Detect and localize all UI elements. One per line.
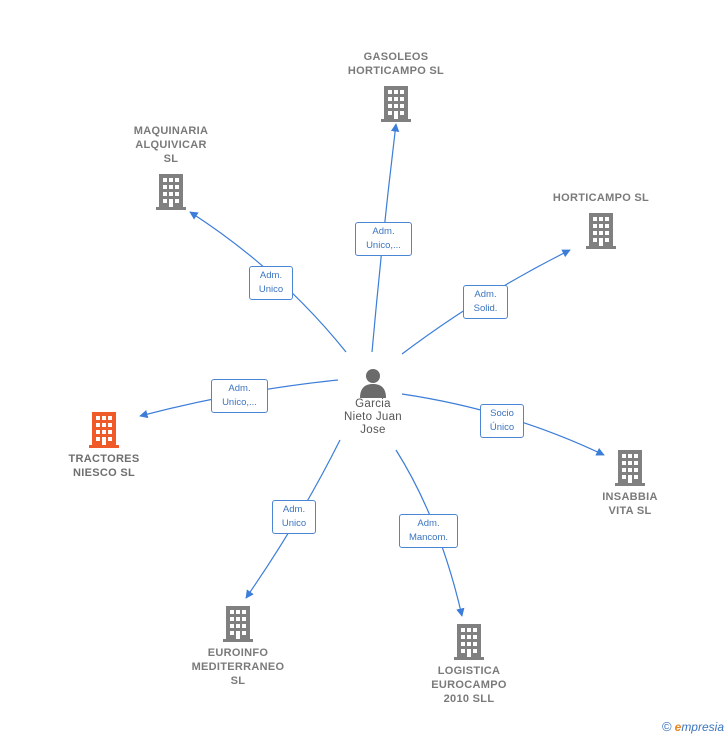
node-insabbia[interactable]: INSABBIA VITA SL xyxy=(570,450,690,518)
node-label: TRACTORES NIESCO SL xyxy=(68,453,140,479)
node-label: EUROINFO MEDITERRANEO SL xyxy=(191,647,285,687)
building-icon xyxy=(156,174,186,210)
brand-initial: e xyxy=(674,720,682,734)
building-icon xyxy=(615,450,645,486)
node-logistica[interactable]: LOGISTICA EUROCAMPO 2010 SLL xyxy=(409,624,529,706)
building-icon xyxy=(223,606,253,642)
node-gasoleos[interactable]: GASOLEOS HORTICAMPO SL xyxy=(336,50,456,122)
person-name: Garcia Nieto Juan Jose xyxy=(344,398,402,436)
edge-label-euroinfo[interactable]: Adm. Unico xyxy=(272,500,316,534)
edge-label-tractores[interactable]: Adm. Unico,... xyxy=(211,379,268,413)
node-label: LOGISTICA EUROCAMPO 2010 SLL xyxy=(431,665,507,705)
edge-label-gasoleos[interactable]: Adm. Unico,... xyxy=(355,222,412,256)
center-person-node[interactable]: Garcia Nieto Juan Jose xyxy=(318,368,428,437)
node-label: GASOLEOS HORTICAMPO SL xyxy=(347,51,445,77)
edge-label-insabbia[interactable]: Socio Único xyxy=(480,404,524,438)
brand-logo: ©empresia xyxy=(662,719,724,734)
node-euroinfo[interactable]: EUROINFO MEDITERRANEO SL xyxy=(178,606,298,688)
node-tractores[interactable]: TRACTORES NIESCO SL xyxy=(44,412,164,480)
node-horticampo[interactable]: HORTICAMPO SL xyxy=(541,191,661,249)
node-label: MAQUINARIA ALQUIVICAR SL xyxy=(133,125,209,165)
brand-name: mpresia xyxy=(681,720,724,734)
building-icon xyxy=(381,86,411,122)
person-icon xyxy=(360,369,386,398)
building-icon xyxy=(586,213,616,249)
copyright-icon: © xyxy=(662,719,672,734)
node-maquinaria[interactable]: MAQUINARIA ALQUIVICAR SL xyxy=(116,124,226,210)
edge-label-maquinaria[interactable]: Adm. Unico xyxy=(249,266,293,300)
edge-label-logistica[interactable]: Adm. Mancom. xyxy=(399,514,458,548)
building-icon xyxy=(89,412,119,448)
node-label: HORTICAMPO SL xyxy=(552,192,650,204)
node-label: INSABBIA VITA SL xyxy=(602,491,658,517)
edge-label-horticampo[interactable]: Adm. Solid. xyxy=(463,285,508,319)
building-icon xyxy=(454,624,484,660)
